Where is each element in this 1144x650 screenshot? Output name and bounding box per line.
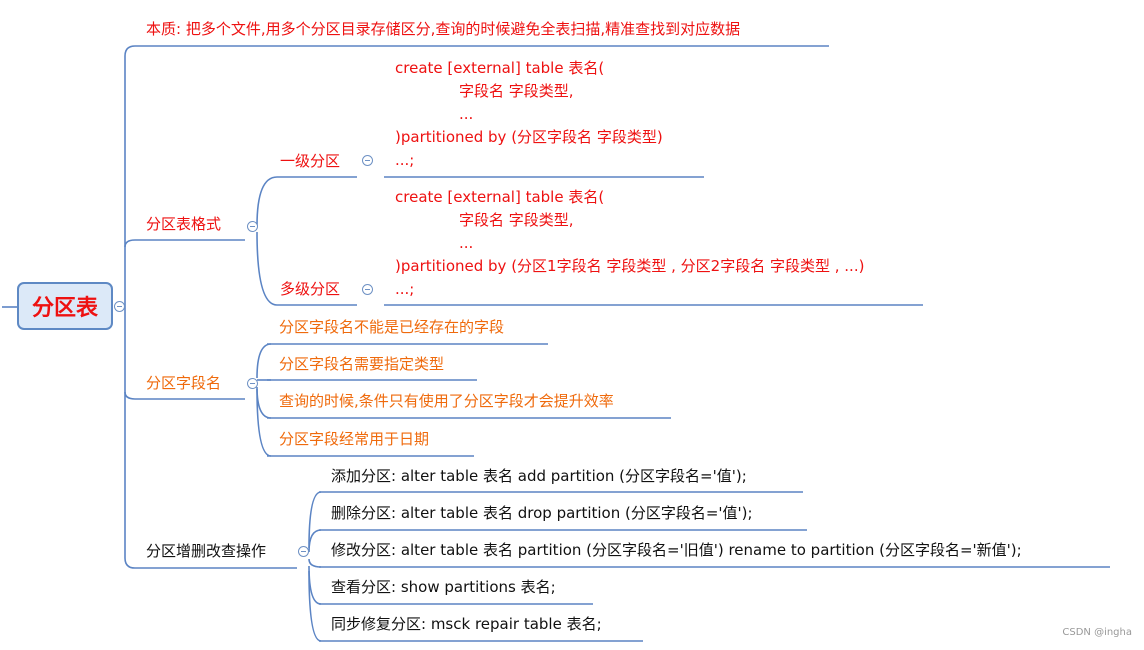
multi-code-line-1: create [external] table 表名(	[395, 188, 605, 206]
connector-crud-3	[308, 558, 322, 568]
crud-item-add: 添加分区: alter table 表名 add partition (分区字段…	[331, 467, 747, 485]
connector-crud-4	[308, 565, 322, 605]
watermark: CSDN @ingha	[1062, 627, 1132, 638]
connector-crud-5	[308, 570, 322, 642]
connector-fn-4	[256, 388, 272, 457]
single-level-collapse-icon[interactable]	[362, 155, 373, 166]
essence-text: 本质: 把多个文件,用多个分区目录存储区分,查询的时候避免全表扫描,精准查找到对…	[146, 20, 741, 38]
multi-level-label: 多级分区	[280, 280, 341, 298]
connector-fn-1	[256, 343, 272, 379]
fieldname-collapse-icon[interactable]	[247, 378, 258, 389]
connector-multi	[256, 231, 278, 306]
single-code-line-5: ...;	[395, 151, 415, 169]
multi-code-line-2: 字段名 字段类型,	[459, 211, 574, 229]
multi-code-line-4: )partitioned by (分区1字段名 字段类型 , 分区2字段名 字段…	[395, 257, 865, 275]
single-code-line-2: 字段名 字段类型,	[459, 82, 574, 100]
multi-code-line-5: ...;	[395, 280, 415, 298]
trunk-line	[124, 45, 136, 307]
fieldname-label: 分区字段名	[146, 374, 222, 392]
single-code-line-3: ...	[459, 105, 474, 123]
fieldname-item-3: 查询的时候,条件只有使用了分区字段才会提升效率	[279, 392, 614, 410]
crud-item-rename: 修改分区: alter table 表名 partition (分区字段名='旧…	[331, 541, 1022, 559]
single-code-line-1: create [external] table 表名(	[395, 59, 605, 77]
connector-crud-2	[308, 529, 322, 553]
root-node[interactable]: 分区表	[17, 282, 113, 330]
format-label: 分区表格式	[146, 215, 222, 233]
format-collapse-icon[interactable]	[247, 221, 258, 232]
crud-label: 分区增删改查操作	[146, 542, 267, 560]
crud-item-show: 查看分区: show partitions 表名;	[331, 578, 556, 596]
connector-single	[256, 176, 278, 227]
fieldname-item-2: 分区字段名需要指定类型	[279, 355, 445, 373]
multi-level-collapse-icon[interactable]	[362, 284, 373, 295]
branch-curve-fieldname	[124, 391, 136, 400]
connector-fn-3	[256, 386, 272, 419]
branch-curve-format	[124, 239, 136, 248]
single-code-line-4: )partitioned by (分区字段名 字段类型)	[395, 128, 663, 146]
multi-code-line-3: ...	[459, 234, 474, 252]
fieldname-item-4: 分区字段经常用于日期	[279, 430, 430, 448]
root-collapse-icon[interactable]	[114, 301, 125, 312]
connector-crud-1	[308, 491, 322, 549]
single-level-label: 一级分区	[280, 152, 341, 170]
root-label: 分区表	[31, 296, 98, 321]
crud-item-drop: 删除分区: alter table 表名 drop partition (分区字…	[331, 504, 753, 522]
trunk-line-lower	[124, 307, 136, 569]
crud-item-repair: 同步修复分区: msck repair table 表名;	[331, 615, 602, 633]
crud-collapse-icon[interactable]	[298, 546, 309, 557]
fieldname-item-1: 分区字段名不能是已经存在的字段	[279, 318, 505, 336]
